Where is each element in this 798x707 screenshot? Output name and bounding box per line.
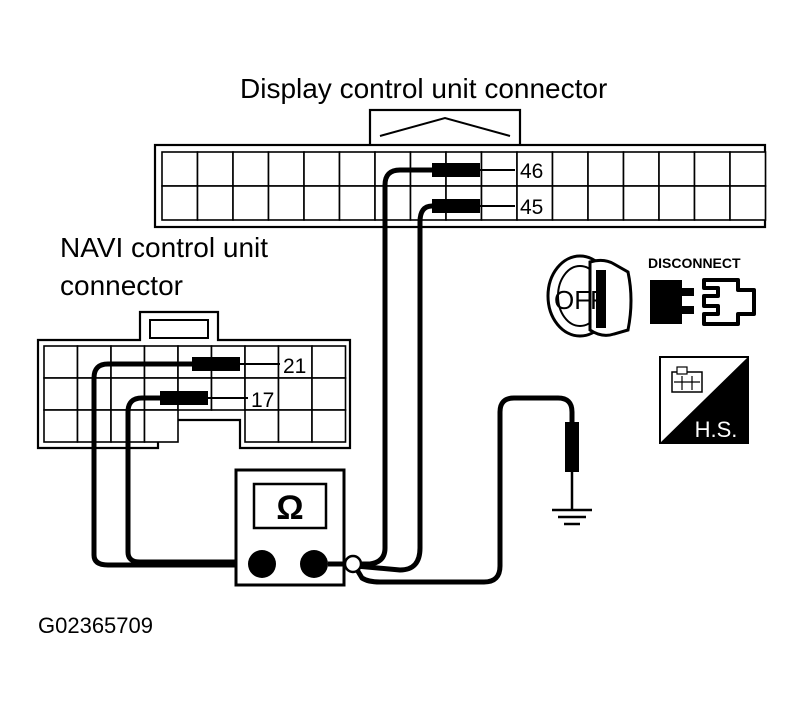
connector-cavity [267,151,305,187]
connector-cavity [622,185,660,221]
connector-cavity [658,151,696,187]
connector-cavity [311,409,347,443]
ohm-symbol: Ω [276,489,303,527]
connector-cavity [244,345,280,379]
connector-cavity [338,151,376,187]
connector-cavity [551,151,589,187]
wire-pin-46 [353,167,435,567]
harness-text: H.S. [695,417,738,442]
wire-pin-21 [91,361,265,568]
display-connector-label: Display control unit connector [240,73,607,104]
connector-cavity [516,185,554,221]
wire-junction [343,554,363,574]
pin-17-label: 17 [251,389,274,412]
disconnect-text: DISCONNECT [648,255,741,271]
meter-terminal-left [248,550,276,578]
probe-pin-46 [432,163,480,177]
harness-connector-icon: H.S. [659,356,749,444]
connector-cavity [161,185,199,221]
connector-cavity [729,151,767,187]
connector-cavity [43,345,79,379]
ignition-key-off-icon: OFF [546,254,633,338]
connector-cavity [232,151,270,187]
connector-cavity [210,377,246,411]
navi-control-unit-connector [36,310,352,450]
ground-icon [552,508,592,526]
wire-ground [353,395,575,585]
connector-cavity [374,185,412,221]
test-wires [91,167,575,585]
connector-cavity [196,151,234,187]
connector-cavity [303,151,341,187]
navi-connector-label-line1: NAVI control unit [60,232,268,263]
connector-cavity [311,377,347,411]
connector-cavity [267,185,305,221]
connector-cavity [480,185,518,221]
connector-cavity [729,185,767,221]
key-off-text: OFF [554,285,606,315]
connector-cavity [587,151,625,187]
connector-cavity [277,377,313,411]
connector-cavity [587,185,625,221]
navi-connector-latch [149,319,209,339]
connector-cavity [338,185,376,221]
connector-cavity [244,409,280,443]
harness-plug-icon [671,366,703,393]
connector-cavity [161,151,199,187]
probe-pin-17 [160,391,208,405]
connector-cavity [196,185,234,221]
ground-probe-tip [565,422,579,472]
figure-id: G02365709 [38,613,153,638]
connector-cavity [693,151,731,187]
connector-cavity [622,151,660,187]
probe-pin-45 [432,199,480,213]
ground-probe [552,422,592,526]
connector-cavity [277,409,313,443]
connector-cavity [143,409,179,443]
meter-display [252,482,328,530]
pin-45-label: 45 [520,196,543,219]
connector-cavity [43,409,79,443]
connector-cavity [277,345,313,379]
wire-pin-17 [125,395,265,565]
display-probes: 46 45 [432,160,543,219]
navi-connector-label-line2: connector [60,270,183,301]
display-latch-chevron [379,116,511,137]
connector-cavity [693,185,731,221]
connector-cavity [658,185,696,221]
connector-cavity [43,377,79,411]
connector-cavity [232,185,270,221]
meter-terminal-right [300,550,328,578]
probe-pin-21 [192,357,240,371]
connector-cavity [311,345,347,379]
wire-pin-45 [353,203,435,573]
disconnect-icon: DISCONNECT [648,255,756,326]
ohmmeter: Ω [234,468,363,587]
connector-cavity [551,185,589,221]
navi-probes: 21 17 [160,355,306,412]
pin-46-label: 46 [520,160,543,183]
connector-cavity [303,185,341,221]
pin-21-label: 21 [283,355,306,378]
